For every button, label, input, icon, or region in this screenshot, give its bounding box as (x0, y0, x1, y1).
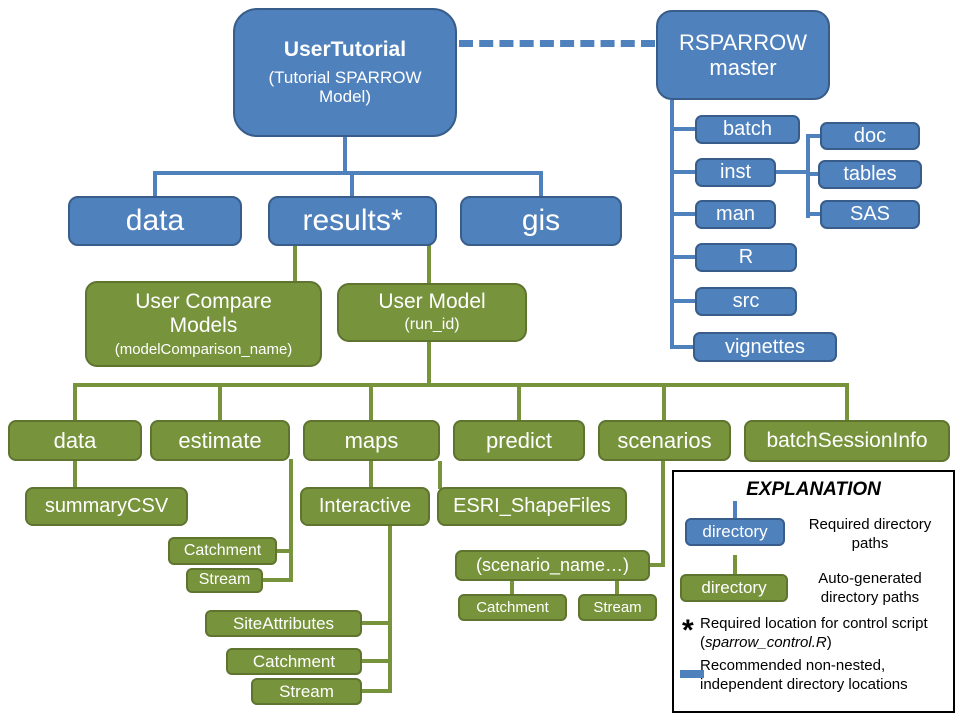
node-scenario-name: (scenario_name…) (455, 550, 650, 581)
connector-scenarios-vertical (661, 461, 665, 567)
legend-star-symbol: * (682, 614, 694, 647)
node-sas: SAS (820, 200, 920, 229)
legend-green-stub (733, 555, 737, 574)
node-maps: maps (303, 420, 440, 461)
connector-maps-esri (438, 461, 442, 489)
connector-branch-est-catchment (275, 549, 291, 553)
node-int-stream: Stream (251, 678, 362, 705)
connector-drop-scenarios (662, 383, 666, 420)
node-user-compare-models-title: User Compare Models (135, 289, 272, 337)
legend-title: EXPLANATION (746, 479, 881, 500)
connector-usermodel-stem (427, 342, 431, 385)
legend-auto-directory-box: directory (680, 574, 788, 602)
node-estimate: estimate (150, 420, 290, 461)
node-user-model-subtitle: (run_id) (404, 316, 460, 334)
connector-branch-int-stream (360, 689, 388, 693)
node-usertutorial-subtitle: (Tutorial SPARROW Model) (268, 67, 422, 107)
legend-dotted-desc: Recommended non-nested, independent dire… (700, 657, 908, 693)
node-vignettes: vignettes (693, 332, 837, 362)
connector-branch-est-stream (261, 578, 291, 582)
connector-branch-man (670, 212, 695, 216)
node-data-top: data (68, 196, 242, 246)
node-batch: batch (695, 115, 800, 144)
connector-drop-gis (539, 171, 543, 196)
connector-branch-int-catchment (360, 659, 388, 663)
legend-panel: EXPLANATION directory Required directory… (672, 470, 955, 713)
legend-star-text-before: Required location for control script ( (700, 615, 928, 651)
connector-drop-batchsessioninfo (845, 383, 849, 420)
connector-level1-bar (153, 171, 543, 175)
node-user-model-title: User Model (378, 290, 486, 314)
legend-star-italic: sparrow_control.R (705, 633, 827, 651)
node-usertutorial: UserTutorial (Tutorial SPARROW Model) (233, 8, 457, 137)
node-inst: inst (695, 158, 776, 187)
connector-data-summarycsv (73, 461, 77, 487)
connector-branch-inst (670, 170, 695, 174)
node-est-stream: Stream (186, 568, 263, 593)
connector-inst-vertical (806, 134, 810, 218)
connector-scn-catchment-stem (510, 581, 514, 594)
node-esri-shapefiles: ESRI_ShapeFiles (437, 487, 627, 526)
node-doc: doc (820, 122, 920, 150)
node-est-catchment: Catchment (168, 537, 277, 565)
connector-model-bar (73, 383, 849, 387)
node-rsparrow-master: RSPARROW master (656, 10, 830, 100)
node-r: R (695, 243, 797, 272)
node-scenarios: scenarios (598, 420, 731, 461)
node-usertutorial-title: UserTutorial (283, 38, 407, 62)
connector-branch-r (670, 255, 695, 259)
legend-required-desc: Required directory paths (808, 516, 932, 552)
node-results: results* (268, 196, 437, 246)
node-user-compare-models: User Compare Models (modelComparison_nam… (85, 281, 322, 367)
node-siteattributes: SiteAttributes (205, 610, 362, 637)
node-predict: predict (453, 420, 585, 461)
node-user-compare-models-subtitle: (modelComparison_name) (114, 341, 293, 359)
legend-required-directory-box: directory (685, 518, 785, 546)
connector-inst-stub (776, 170, 808, 174)
node-batchsessioninfo: batchSessionInfo (744, 420, 950, 462)
node-src: src (695, 287, 797, 316)
connector-branch-sas (808, 212, 820, 216)
connector-branch-vignettes (670, 345, 693, 349)
connector-estimate-vertical (289, 459, 293, 582)
node-user-model: User Model (run_id) (337, 283, 527, 342)
connector-branch-batch (670, 127, 695, 131)
connector-rsparrow-vertical (670, 100, 674, 349)
node-scn-stream: Stream (578, 594, 657, 621)
node-interactive: Interactive (300, 487, 430, 526)
connector-drop-predict (517, 383, 521, 420)
node-rsparrow-master-title: RSPARROW master (679, 29, 807, 80)
connector-drop-data (153, 171, 157, 196)
node-data-model: data (8, 420, 142, 461)
connector-interactive-vertical (388, 526, 392, 693)
connector-drop-maps (369, 383, 373, 420)
connector-usertutorial-stem (343, 137, 347, 173)
connector-maps-interactive (369, 461, 373, 487)
node-int-catchment: Catchment (226, 648, 362, 675)
node-man: man (695, 200, 776, 229)
connector-scn-stream-stem (615, 581, 619, 594)
legend-auto-desc: Auto-generated directory paths (818, 570, 922, 606)
connector-drop-estimate (218, 383, 222, 420)
node-tables: tables (818, 160, 922, 189)
connector-drop-results (350, 171, 354, 196)
node-scn-catchment: Catchment (458, 594, 567, 621)
legend-star-text-after: ) (826, 633, 832, 651)
connector-branch-src (670, 299, 695, 303)
connector-branch-scenarioname (648, 563, 661, 567)
connector-branch-doc (808, 134, 820, 138)
node-summarycsv: summaryCSV (25, 487, 188, 526)
node-gis: gis (460, 196, 622, 246)
connector-results-usercompare (293, 245, 297, 281)
connector-branch-siteattributes (360, 621, 388, 625)
connector-branch-tables (808, 172, 818, 176)
connector-drop-gdata (73, 383, 77, 420)
connector-results-usermodel (427, 245, 431, 283)
legend-dotted-symbol (680, 670, 704, 678)
legend-blue-stub (733, 501, 737, 518)
connector-dotted-rsparrow (459, 40, 655, 47)
legend-star-desc: Required location for control script (sp… (700, 615, 948, 653)
